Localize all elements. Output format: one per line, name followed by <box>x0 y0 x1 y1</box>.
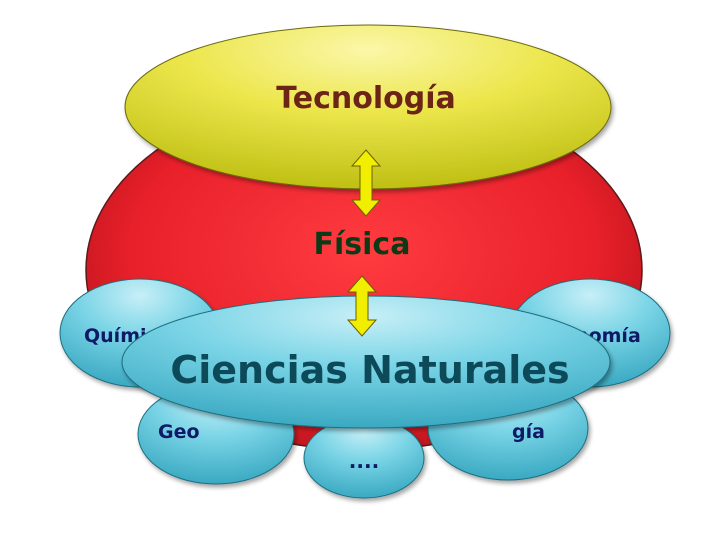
biologia-label: gía <box>512 421 545 443</box>
tecnologia-label: Tecnología <box>276 81 455 116</box>
upper-double-arrow <box>350 149 382 217</box>
quimica-label: Quími <box>84 325 147 347</box>
ciencias-naturales-label: Ciencias Naturales <box>170 348 569 392</box>
geologia-label: Geo <box>158 421 200 443</box>
fisica-label: Física <box>314 227 411 262</box>
lower-double-arrow <box>346 275 378 337</box>
otros-label: .... <box>349 449 379 473</box>
